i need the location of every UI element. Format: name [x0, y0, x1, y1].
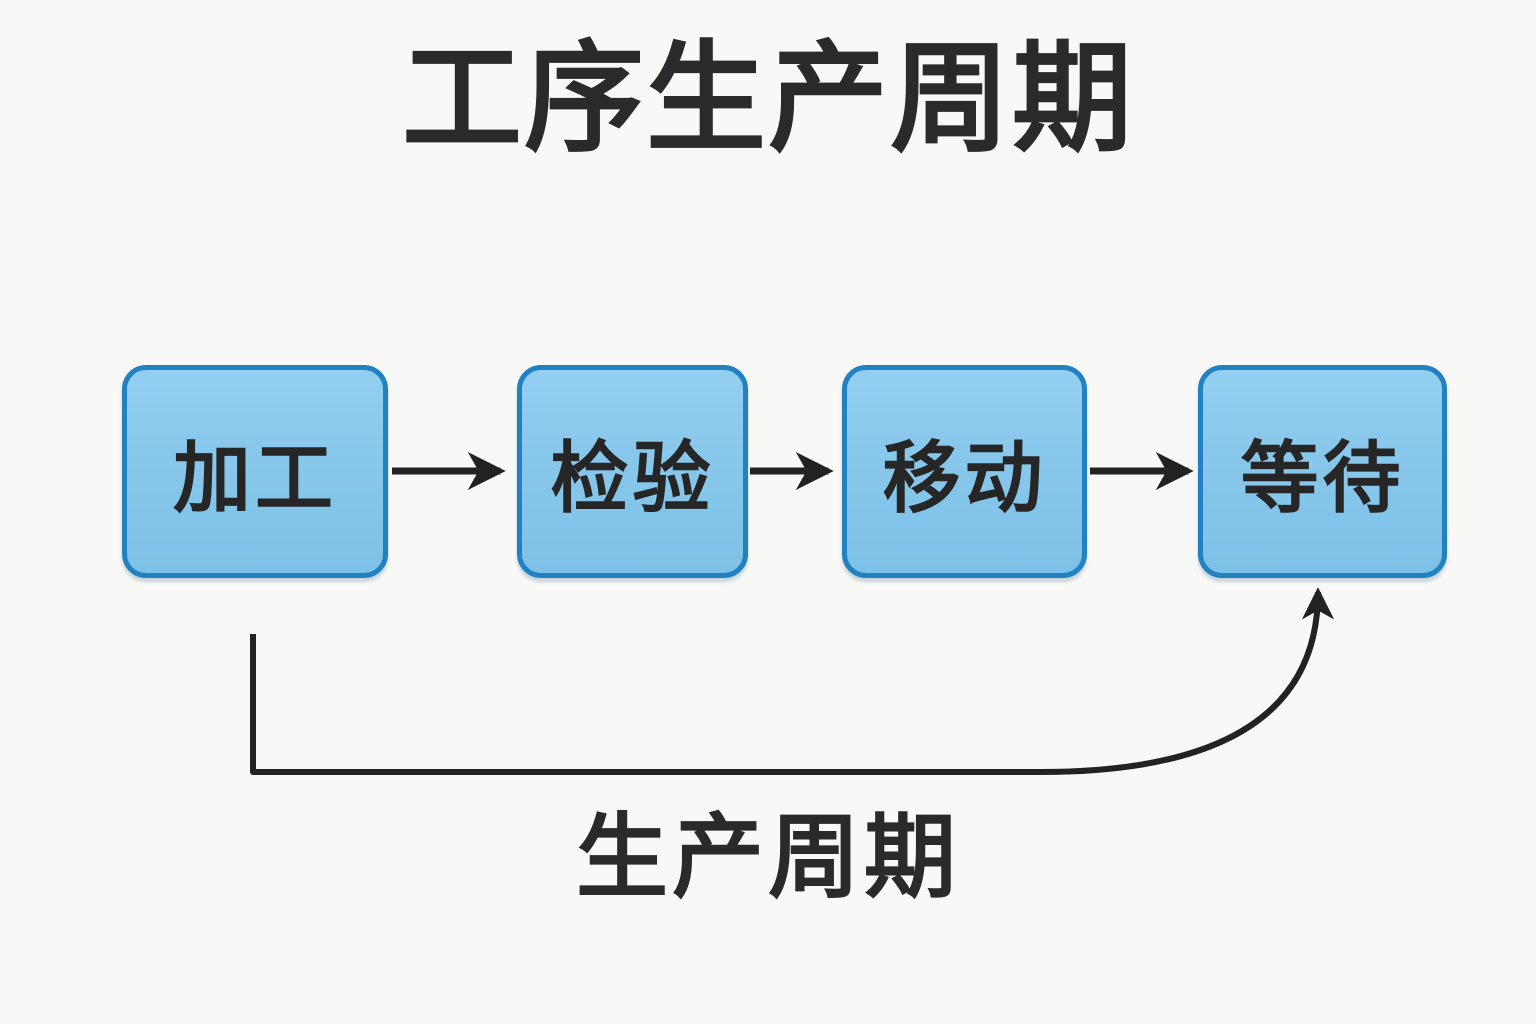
diagram-title: 工序生产周期: [402, 32, 1134, 166]
node-inspection-label: 检验: [550, 433, 715, 522]
node-waiting-label: 等待: [1240, 433, 1405, 522]
node-inspection: 检验: [517, 365, 748, 578]
node-processing-label: 加工: [172, 433, 337, 522]
node-waiting: 等待: [1198, 365, 1447, 578]
feedback-arrow-processing-to-waiting-icon: [250, 587, 1335, 775]
node-processing: 加工: [122, 365, 388, 578]
production-cycle-label: 生产周期: [575, 807, 960, 909]
node-movement-label: 移动: [882, 433, 1047, 522]
node-movement: 移动: [842, 365, 1087, 578]
